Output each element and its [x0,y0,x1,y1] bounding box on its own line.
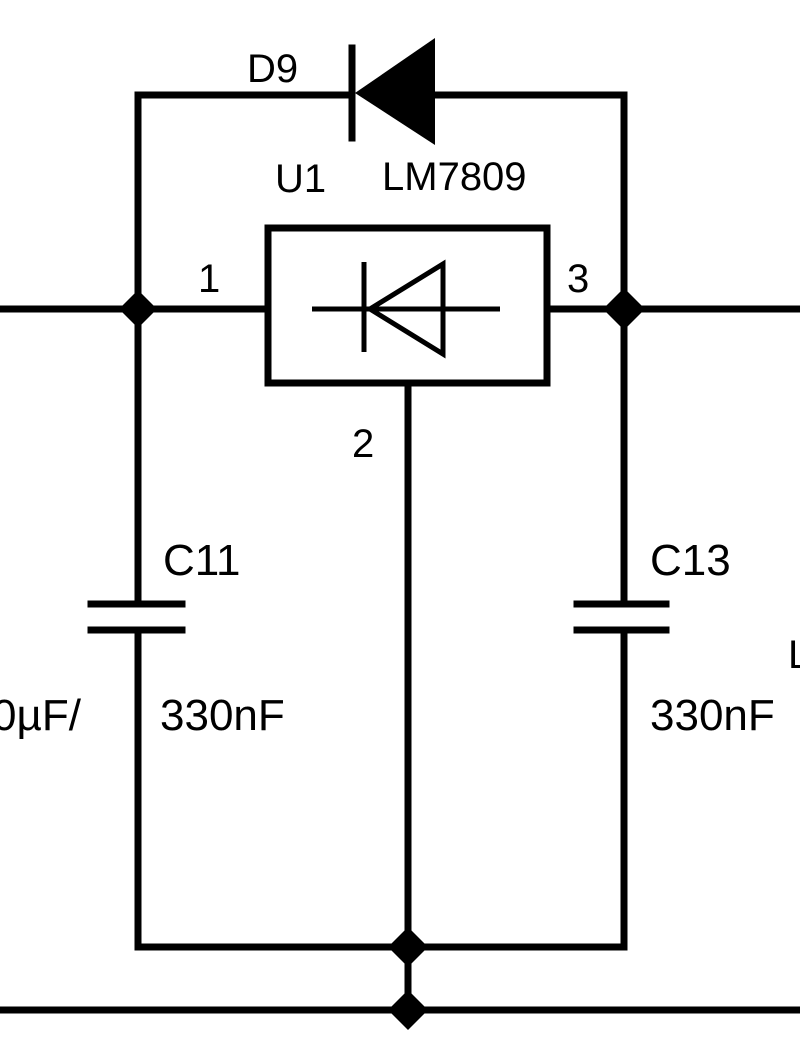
cap-c11-value-label: 330nF [160,691,285,740]
diode-bypass-wire-left [134,91,354,313]
junction-input [119,290,157,328]
diode-bypass-wire-right [431,91,628,313]
junction-ground-lower [388,990,428,1030]
pin-2-label: 2 [352,422,374,466]
partial-right-label: L [788,633,800,677]
cap-c13-ref-label: C13 [650,536,731,585]
diode-d9-symbol [348,38,435,145]
pin-1-label: 1 [198,257,220,301]
regulator-body [264,224,551,387]
pin-3-label: 3 [567,257,589,301]
diode-ref-label: D9 [247,47,298,91]
junction-output [603,288,645,330]
partial-left-value-label: 0µF/ [0,691,82,740]
regulator-part-label: LM7809 [382,155,527,199]
regulator-ref-label: U1 [275,157,326,201]
cap-c13-value-label: 330nF [650,691,775,740]
cap-c11-ref-label: C11 [163,536,240,585]
regulator-diode-icon [312,259,500,359]
junction-ground-upper [388,927,428,967]
